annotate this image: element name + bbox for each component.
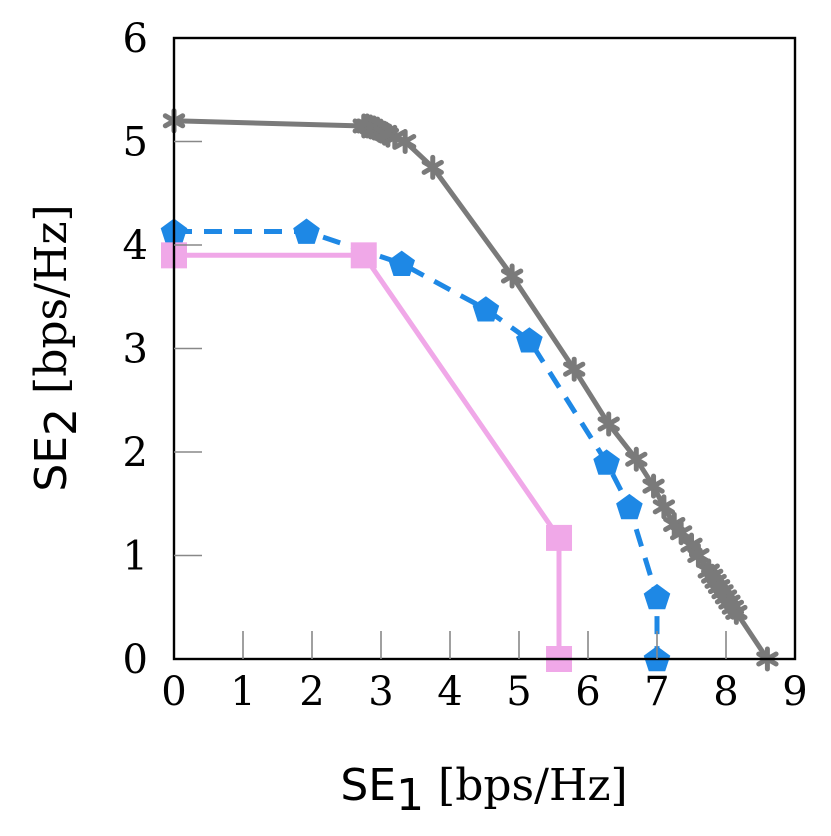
y-axis-label-main: SE — [26, 436, 77, 492]
y-tick-label: 6 — [123, 16, 148, 62]
data-point — [597, 411, 620, 437]
x-axis-label-main: SE — [340, 760, 396, 811]
x-axis-label: SE1 [bps/Hz] — [340, 760, 627, 821]
x-tick-label: 0 — [161, 669, 186, 715]
x-axis-label-unit: [bps/Hz] — [424, 760, 628, 811]
data-point — [546, 524, 573, 551]
data-point — [516, 327, 543, 353]
x-tick-label: 6 — [575, 669, 600, 715]
data-point — [388, 250, 415, 276]
data-point — [293, 218, 320, 244]
series-3 — [161, 242, 573, 672]
y-tick-label: 0 — [123, 637, 148, 683]
series-line — [174, 229, 660, 659]
series-2 — [160, 218, 671, 672]
data-point — [563, 356, 586, 382]
data-point — [652, 494, 676, 520]
x-tick-label: 3 — [368, 669, 393, 715]
y-tick-label: 4 — [123, 223, 148, 269]
y-tick-label: 5 — [123, 120, 148, 166]
x-tick-label: 7 — [644, 669, 669, 715]
x-tick-label: 5 — [506, 669, 531, 715]
y-axis-label: SE2 [bps/Hz] — [26, 204, 87, 491]
data-point — [500, 263, 524, 289]
y-axis-label-unit: [bps/Hz] — [26, 204, 77, 408]
series-line — [174, 252, 562, 659]
x-tick-label: 1 — [230, 669, 255, 715]
data-point — [725, 599, 748, 625]
y-tick-label: 1 — [123, 534, 148, 580]
data-point — [643, 583, 671, 610]
data-point — [642, 473, 665, 499]
x-tick-label: 2 — [299, 669, 324, 715]
data-point — [687, 543, 710, 568]
data-point — [350, 242, 377, 269]
y-tick-label: 3 — [123, 327, 148, 373]
data-point — [593, 449, 620, 475]
x-tick-label: 4 — [437, 669, 462, 715]
x-tick-label: 9 — [782, 669, 807, 715]
data-point — [625, 446, 648, 472]
data-point — [393, 129, 417, 154]
y-axis-label-sub: 2 — [36, 408, 87, 436]
data-point — [616, 493, 643, 520]
x-tick-label: 8 — [713, 669, 738, 715]
data-point — [421, 154, 444, 180]
y-tick-label: 2 — [123, 430, 148, 476]
series-1 — [162, 108, 779, 672]
x-axis-label-sub: 1 — [396, 770, 424, 821]
plot-area — [160, 108, 779, 672]
data-point — [472, 296, 500, 322]
series-line — [173, 118, 770, 661]
